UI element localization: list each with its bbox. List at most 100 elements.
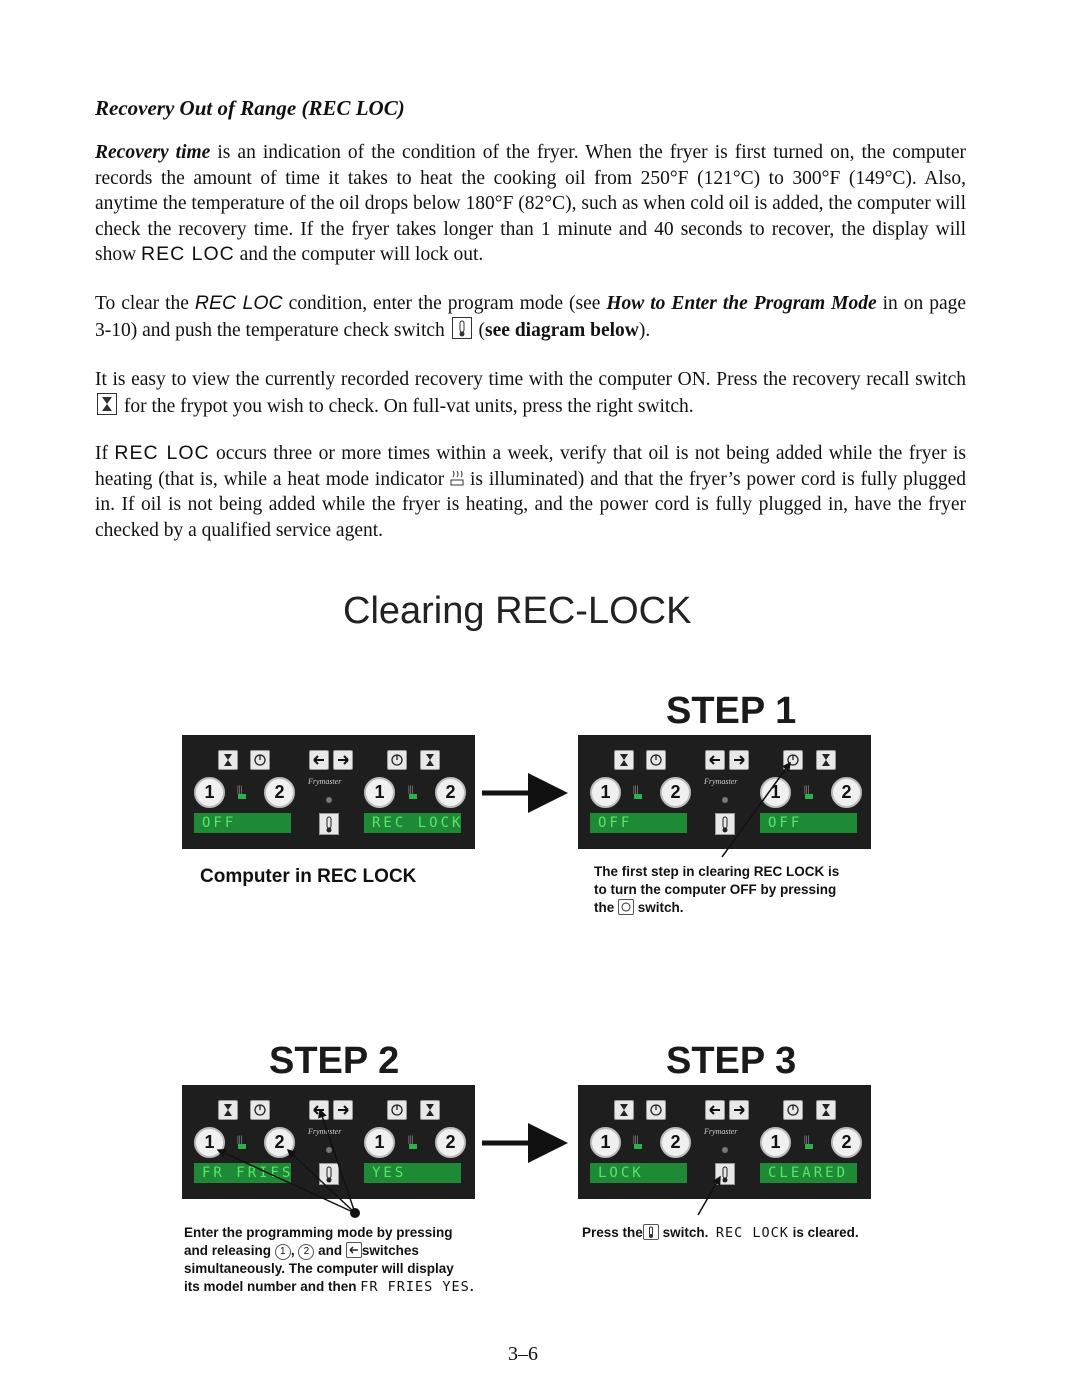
caption-text: its model number and then	[184, 1279, 357, 1294]
caption-text: and	[318, 1243, 343, 1258]
page-number: 3–6	[508, 1343, 538, 1365]
see-diagram-text: see diagram below	[485, 319, 639, 341]
text: (	[473, 319, 486, 341]
caption-line: to turn the computer OFF by pressing	[594, 882, 837, 897]
hourglass-button	[420, 750, 440, 770]
paragraph-recovery-recall: It is easy to view the currently recorde…	[95, 367, 966, 419]
button-2: 2	[435, 777, 466, 808]
hourglass-icon	[97, 392, 117, 415]
caption-text: .	[469, 1279, 474, 1294]
caption-line: simultaneously. The computer will displa…	[184, 1261, 454, 1276]
step-3-label: STEP 3	[666, 1040, 797, 1082]
thermometer-button	[319, 1163, 339, 1185]
display-code: REC LOCK	[715, 1225, 789, 1241]
right-display: OFF	[760, 813, 857, 833]
caption-text: switch.	[637, 900, 684, 915]
caption-text: Press the	[582, 1225, 643, 1240]
left-display: OFF	[194, 813, 291, 833]
button-2: 2	[264, 777, 295, 808]
caption-text: switch.	[662, 1225, 709, 1240]
right-arrow-button	[729, 1100, 749, 1120]
heat-mode-indicator: |||	[237, 785, 247, 799]
text: ).	[638, 319, 651, 341]
frymaster-logo: Frymaster	[308, 777, 342, 786]
paragraph-rec-loc-frequency: If REC LOC occurs three or more times wi…	[95, 441, 966, 543]
power-icon	[618, 899, 635, 915]
text: If	[95, 443, 115, 464]
right-display: REC LOCK	[364, 813, 461, 833]
caption-text: switches	[361, 1243, 419, 1258]
button-1: 1	[590, 1127, 621, 1158]
led-dot	[326, 797, 332, 803]
left-display: LOCK	[590, 1163, 687, 1183]
thermometer-button	[715, 813, 735, 835]
heat-mode-indicator: |||	[633, 785, 643, 799]
right-display: CLEARED	[760, 1163, 857, 1183]
text: is illuminated) and that the fryer’s pow…	[95, 468, 966, 541]
heat-mode-indicator: |||	[633, 1135, 643, 1149]
section-heading: Recovery Out of Range (REC LOC)	[95, 96, 405, 120]
display-code: FR FRIES YES	[360, 1279, 470, 1295]
hourglass-button	[420, 1100, 440, 1120]
caption-line: Enter the programming mode by pressing	[184, 1225, 453, 1240]
button-1: 1	[194, 1127, 225, 1158]
power-button	[250, 750, 270, 770]
hourglass-button	[614, 1100, 634, 1120]
power-button	[646, 750, 666, 770]
arrow-switch-icon	[345, 1242, 362, 1258]
power-button	[387, 750, 407, 770]
right-arrow-button	[333, 750, 353, 770]
heat-mode-indicator: |||	[804, 785, 814, 799]
hourglass-button	[816, 750, 836, 770]
frymaster-logo: Frymaster	[704, 1127, 738, 1136]
rec-loc-code: REC LOC	[194, 292, 283, 314]
rec-loc-code: REC LOC	[141, 243, 235, 265]
button-1: 1	[364, 1127, 395, 1158]
program-mode-reference: How to Enter the Program Mode	[606, 293, 877, 314]
thermometer-button	[715, 1163, 735, 1185]
left-arrow-button	[309, 1100, 329, 1120]
frymaster-logo: Frymaster	[308, 1127, 342, 1136]
paragraph-clear-rec-loc: To clear the REC LOC condition, enter th…	[95, 291, 966, 343]
hourglass-button	[614, 750, 634, 770]
button-1: 1	[760, 1127, 791, 1158]
button-1: 1	[194, 777, 225, 808]
text: is an indication of the condition of the…	[95, 142, 966, 265]
left-display: FR FRIES	[194, 1163, 291, 1183]
caption-step1: The first step in clearing REC LOCK is t…	[594, 863, 839, 917]
caption-text: and releasing	[184, 1243, 272, 1258]
button-2: 2	[831, 777, 862, 808]
button-2: 2	[435, 1127, 466, 1158]
button-1-icon: 1	[274, 1244, 291, 1260]
diagram-title: Clearing REC-LOCK	[343, 590, 692, 632]
hourglass-button	[816, 1100, 836, 1120]
caption-text: the	[594, 900, 615, 915]
button-2: 2	[660, 777, 691, 808]
heat-mode-icon	[450, 469, 464, 487]
paragraph-recovery-time: Recovery time is an indication of the co…	[95, 140, 966, 268]
left-arrow-button	[309, 750, 329, 770]
step-1-label: STEP 1	[666, 690, 797, 732]
step-2-label: STEP 2	[269, 1040, 400, 1082]
text: and the computer will lock out.	[234, 244, 484, 265]
text: It is easy to view the currently recorde…	[95, 369, 966, 390]
recovery-time-term: Recovery time	[95, 142, 211, 163]
hourglass-button	[218, 750, 238, 770]
caption-step2: Enter the programming mode by pressing a…	[184, 1224, 474, 1296]
caption-text: is cleared.	[792, 1225, 859, 1240]
power-button	[783, 750, 803, 770]
thermometer-icon	[642, 1224, 659, 1240]
right-arrow-button	[333, 1100, 353, 1120]
led-dot	[722, 1147, 728, 1153]
heat-mode-indicator: |||	[804, 1135, 814, 1149]
power-button	[783, 1100, 803, 1120]
button-1: 1	[364, 777, 395, 808]
button-2: 2	[831, 1127, 862, 1158]
power-button	[250, 1100, 270, 1120]
heat-mode-indicator: |||	[408, 1135, 418, 1149]
text: for the frypot you wish to check. On ful…	[119, 395, 694, 417]
rec-loc-code: REC LOC	[114, 442, 210, 464]
